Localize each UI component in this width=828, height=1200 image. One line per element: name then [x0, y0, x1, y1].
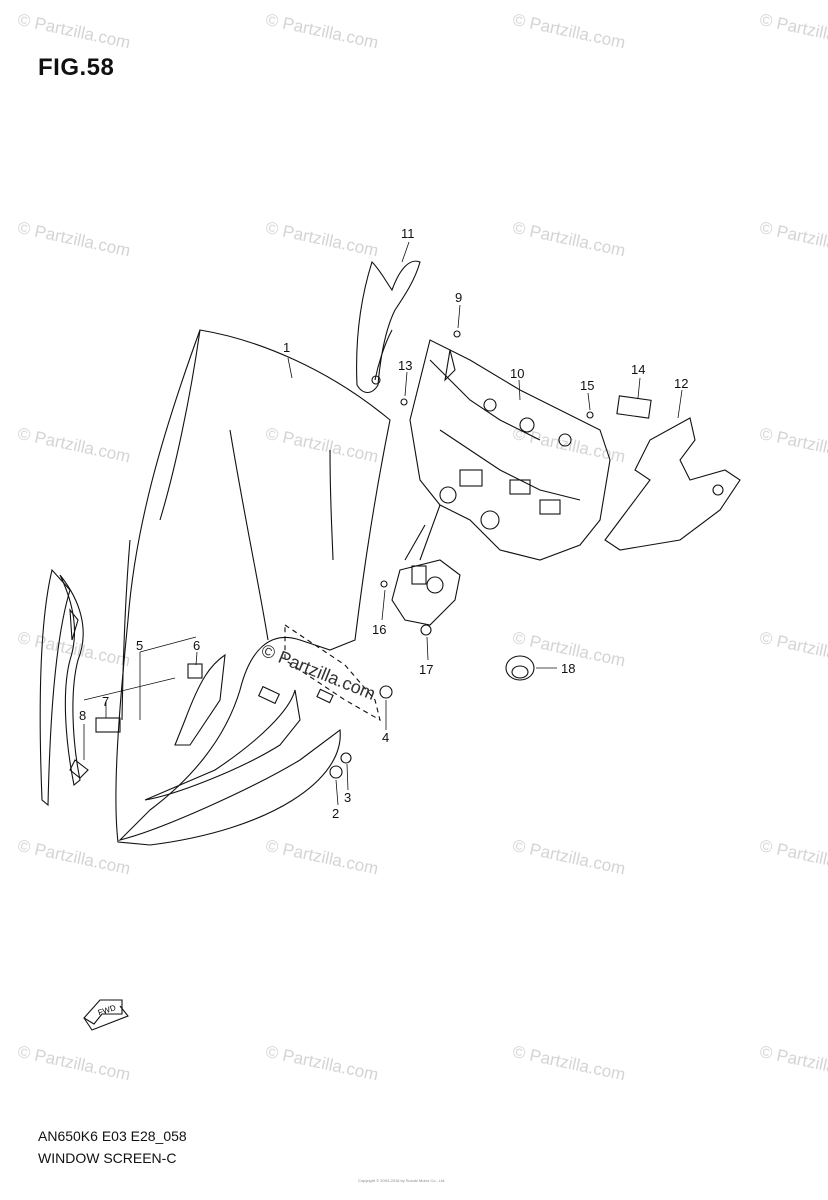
copyright-text: Copyright © 2004-2016 by Suzuki Motor Co…: [358, 1178, 446, 1183]
nut-part-17[interactable]: [420, 624, 432, 636]
screw-part-2[interactable]: [329, 765, 343, 779]
decal-part-6[interactable]: [187, 663, 203, 679]
callout-14: 14: [631, 362, 646, 377]
callout-17: 17: [419, 662, 434, 677]
actuator-part-16[interactable]: [380, 504, 461, 626]
callout-6: 6: [193, 638, 201, 653]
callout-9: 9: [455, 290, 463, 305]
side-panel-part[interactable]: [39, 568, 89, 807]
callout-5: 5: [136, 638, 144, 653]
dashed-outline: [284, 623, 381, 722]
bracket-part-12[interactable]: [604, 417, 741, 551]
callout-16: 16: [372, 622, 387, 637]
callout-8: 8: [79, 708, 87, 723]
screw-part-15[interactable]: [586, 411, 594, 419]
callout-7: 7: [102, 694, 110, 709]
callout-10: 10: [510, 366, 525, 381]
forward-arrow-icon: FWD: [83, 999, 129, 1031]
callout-13: 13: [398, 358, 413, 373]
nut-part-4[interactable]: [379, 685, 393, 699]
leader-lines: [83, 241, 683, 806]
callout-3: 3: [344, 790, 352, 805]
grommet-part-18[interactable]: [505, 655, 535, 681]
callout-15: 15: [580, 378, 595, 393]
callout-2: 2: [332, 806, 340, 821]
model-code: AN650K6 E03 E28_058: [38, 1128, 187, 1144]
decal-part-7[interactable]: [95, 717, 121, 733]
pad-part-14[interactable]: [616, 395, 652, 419]
frame-bracket-part-10[interactable]: [409, 339, 611, 561]
callout-18: 18: [561, 661, 576, 676]
section-name: WINDOW SCREEN-C: [38, 1150, 177, 1166]
figure-title: FIG.58: [38, 54, 115, 81]
callout-4: 4: [382, 730, 390, 745]
callout-1: 1: [283, 340, 291, 355]
callout-12: 12: [674, 376, 689, 391]
screw-part-13[interactable]: [400, 398, 408, 406]
callout-11: 11: [401, 226, 415, 241]
bracket-part-11[interactable]: [356, 260, 421, 394]
windscreen-part[interactable]: [115, 329, 391, 846]
screw-part-9[interactable]: [453, 330, 461, 338]
washer-part-3[interactable]: [340, 752, 352, 764]
